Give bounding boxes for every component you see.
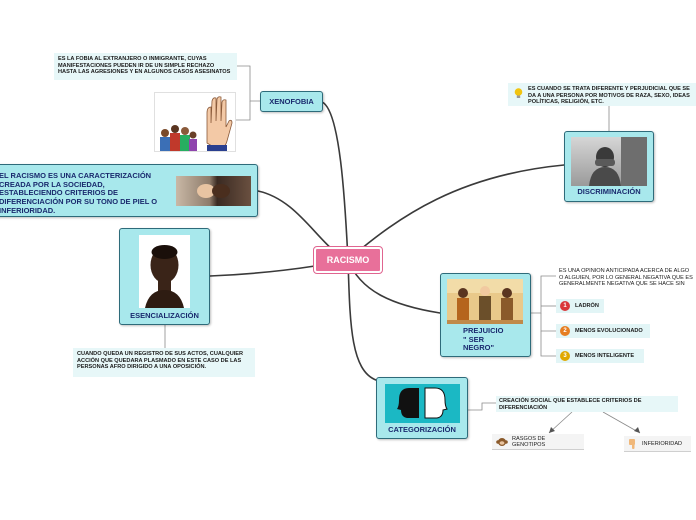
categorizacion-node[interactable]: CATEGORIZACIÓN bbox=[376, 377, 468, 439]
xenofobia-image bbox=[154, 92, 236, 152]
esencializacion-node[interactable]: ESENCIALIZACIÓN bbox=[119, 228, 210, 325]
esencializacion-note-text: CUANDO QUEDA UN REGISTRO DE SUS ACTOS, C… bbox=[77, 351, 244, 371]
discriminacion-node[interactable]: DISCRIMINACIÓN bbox=[564, 131, 654, 202]
xenofobia-note[interactable]: ES LA FOBIA AL EXTRANJERO O INMIGRANTE, … bbox=[54, 53, 237, 80]
central-topic-label: RACISMO bbox=[326, 255, 370, 265]
categorizacion-note[interactable]: CREACIÓN SOCIAL QUE ESTABLECE CRITERIOS … bbox=[496, 396, 678, 412]
link-categorizacion bbox=[347, 259, 377, 381]
prejuicio-item-1[interactable]: 1 LADRÓN bbox=[556, 299, 604, 313]
prejuicio-illustration-image bbox=[447, 279, 523, 324]
leaf-inferioridad-label: INFERIORIDAD bbox=[642, 440, 683, 447]
discriminacion-note-text: ES CUANDO SE TRATA DIFERENTE Y PERJUDICI… bbox=[528, 86, 690, 106]
crying-child-image bbox=[571, 137, 647, 186]
prejuicio-item-3-label: MENOS INTELIGENTE bbox=[575, 353, 635, 359]
number-3-icon: 3 bbox=[560, 351, 570, 361]
number-1-icon: 1 bbox=[560, 301, 570, 311]
discriminacion-note[interactable]: ES CUANDO SE TRATA DIFERENTE Y PERJUDICI… bbox=[508, 83, 696, 106]
fist-bump-image bbox=[176, 176, 251, 206]
discriminacion-label: DISCRIMINACIÓN bbox=[577, 187, 641, 196]
lightbulb-icon bbox=[514, 88, 523, 99]
leaf-rasgos-genotipos[interactable]: RASGOS DE GENOTIPOS bbox=[492, 434, 584, 450]
esencializacion-label: ESENCIALIZACIÓN bbox=[130, 311, 199, 320]
link-discriminacion bbox=[347, 164, 565, 261]
definicion-text: EL RACISMO ES UNA CARACTERIZACIÓN CREADA… bbox=[0, 171, 158, 215]
woman-portrait-image bbox=[139, 235, 190, 308]
definicion-node[interactable]: EL RACISMO ES UNA CARACTERIZACIÓN CREADA… bbox=[0, 164, 258, 217]
xenofobia-label: XENOFOBIA bbox=[269, 97, 314, 106]
prejuicio-item-3[interactable]: 3 MENOS INTELIGENTE bbox=[556, 349, 644, 363]
link-xenofobia bbox=[321, 101, 349, 261]
prejuicio-note-text: ES UNA OPINION ANTICIPADA ACERCA DE ALGO… bbox=[559, 268, 693, 287]
xenofobia-node[interactable]: XENOFOBIA bbox=[260, 91, 323, 112]
categorizacion-label: CATEGORIZACIÓN bbox=[388, 425, 456, 434]
prejuicio-node[interactable]: PREJUICIO " SER NEGRO" bbox=[440, 273, 531, 357]
leaf-inferioridad[interactable]: INFERIORIDAD bbox=[624, 436, 691, 452]
prejuicio-note[interactable]: ES UNA OPINION ANTICIPADA ACERCA DE ALGO… bbox=[556, 266, 696, 287]
prejuicio-item-2-label: MENOS EVOLUCIONADO bbox=[575, 328, 643, 334]
categorizacion-note-text: CREACIÓN SOCIAL QUE ESTABLECE CRITERIOS … bbox=[499, 398, 642, 411]
prejuicio-label: PREJUICIO " SER NEGRO" bbox=[463, 326, 504, 353]
prejuicio-item-2[interactable]: 2 MENOS EVOLUCIONADO bbox=[556, 324, 650, 338]
two-faces-image bbox=[385, 384, 460, 423]
monkey-icon bbox=[496, 437, 508, 447]
esencializacion-note[interactable]: CUANDO QUEDA UN REGISTRO DE SUS ACTOS, C… bbox=[73, 348, 255, 377]
thumbs-down-icon bbox=[628, 438, 637, 449]
leaf-rasgos-label: RASGOS DE GENOTIPOS bbox=[512, 435, 546, 448]
prejuicio-item-1-label: LADRÓN bbox=[575, 303, 599, 309]
number-2-icon: 2 bbox=[560, 326, 570, 336]
xenofobia-note-text: ES LA FOBIA AL EXTRANJERO O INMIGRANTE, … bbox=[58, 56, 231, 76]
central-topic[interactable]: RACISMO bbox=[314, 247, 382, 273]
